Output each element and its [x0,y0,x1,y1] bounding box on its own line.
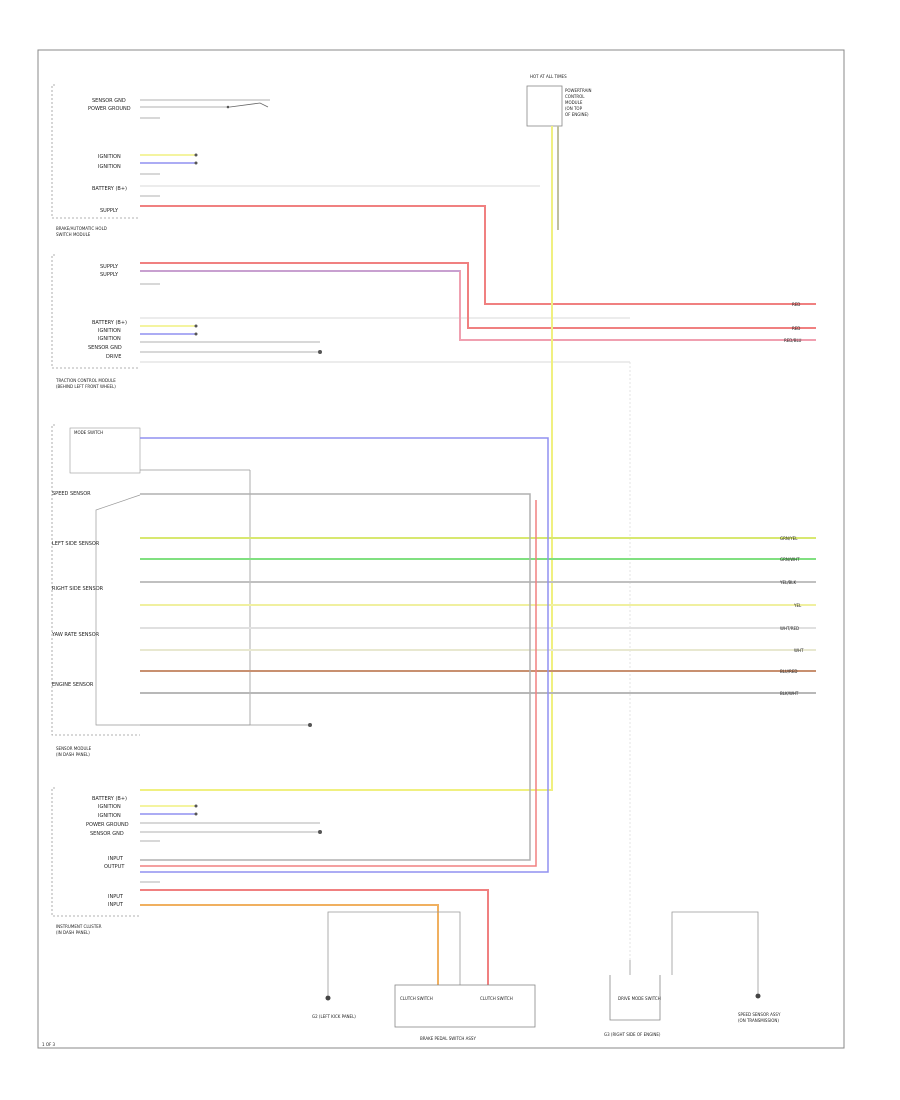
switch-b-label: CLUTCH SWITCH [480,996,513,1001]
m2-pin-label-3: IGNITION [98,328,121,334]
wire-red-blu [140,270,816,341]
right-box-sub: (ON TRANSMISSION) [738,1018,779,1023]
module-instrument-cluster: BATTERY (B+) IGNITION IGNITION POWER GRO… [51,787,322,935]
m4-pin-label-8: INPUT [108,902,124,908]
m2-pin-label-5: SENSOR GND [88,345,122,351]
m2-sub: (BEHIND LEFT FRONT WHEEL) [56,384,116,389]
right-label-6: YEL [793,603,802,608]
pcm-line-1: CONTROL [565,94,585,99]
right-labels: RED RED RED/BLU GRN/YEL GRN/WHT YEL/BLK … [779,302,804,696]
center-box-label: BRAKE PEDAL SWITCH ASSY [420,1036,476,1041]
m3-pin-label-3: RIGHT SIDE SENSOR [52,586,104,592]
right-label-10: BLK/WHT [780,691,799,696]
pcm-line-0: POWERTRAIN [565,88,592,93]
m1-pin-label-0: SENSOR GND [92,98,126,104]
m4-name: INSTRUMENT CLUSTER [56,924,102,929]
m3-sub: (IN DASH PANEL) [56,752,90,757]
m4-sub: (IN DASH PANEL) [56,930,90,935]
pcm-line-4: OF ENGINE) [565,112,589,117]
m4-pin-label-3: POWER GROUND [86,822,129,828]
wires [140,126,816,985]
right-label-4: GRN/WHT [780,557,800,562]
m3-name: SENSOR MODULE [56,746,92,751]
right-label-3: GRN/YEL [780,536,798,541]
wire-orange-bottom [140,904,439,985]
wire-red-loop [140,500,537,867]
right-label-5: YEL/BLK [779,580,797,585]
m4-pin-label-7: INPUT [108,894,124,900]
m3-pin-label-5: ENGINE SENSOR [52,682,94,688]
switch-assembly-label: DRIVE MODE SWITCH [618,996,661,1001]
m1-pin-label-4: BATTERY (B+) [92,186,127,192]
m4-pin-label-2: IGNITION [98,813,121,819]
m1-name: BRAKE/AUTOMATIC HOLD [56,226,107,231]
wire-red-bottom [140,889,489,985]
m1-sub: SWITCH MODULE [56,232,91,237]
m4-pin-label-1: IGNITION [98,804,121,810]
m3-pin-label-0: MODE SWITCH [74,430,103,435]
wire-pcm-yellow [140,126,553,791]
m1-pin-label-1: POWER GROUND [88,106,131,112]
right-label-0: RED [792,302,800,307]
ground-left-label: G2 (LEFT KICK PANEL) [312,1014,356,1019]
right-label-9: BLU/RED [780,669,797,674]
m1-pin-label-3: IGNITION [98,164,121,170]
right-label-2: RED/BLU [784,338,802,343]
wire-blue-loop [140,437,549,873]
switch-a-label: CLUTCH SWITCH [400,996,433,1001]
m2-pin-label-2: BATTERY (B+) [92,320,127,326]
m4-pin-label-4: SENSOR GND [90,831,124,837]
pcm-box: HOT AT ALL TIMES POWERTRAIN CONTROL MODU… [526,74,592,127]
m2-pin-label-4: IGNITION [98,336,121,342]
right-label-1: RED [792,326,800,331]
right-label-7: WHT/RED [780,626,799,631]
right-box-label: SPEED SENSOR ASSY [738,1012,781,1017]
wire-red-2 [140,262,816,329]
pcm-title: HOT AT ALL TIMES [530,74,567,79]
m1-pin-label-2: IGNITION [98,154,121,160]
wire-red-1 [140,205,816,305]
m3-pin-label-1: SPEED SENSOR [52,491,91,497]
m2-pin-label-0: SUPPLY [100,264,119,270]
m2-name: TRACTION CONTROL MODULE [55,378,116,383]
page-label: 1 OF 3 [42,1042,56,1047]
module-sensor: MODE SWITCH SPEED SENSOR LEFT SIDE SENSO… [51,424,312,757]
ground-right-label: G3 (RIGHT SIDE OF ENGINE) [604,1032,661,1037]
module-traction-control: SUPPLY SUPPLY BATTERY (B+) IGNITION IGNI… [51,254,631,960]
module-brake-auto-hold: SENSOR GND POWER GROUND IGNITION IGNITIO… [51,84,540,237]
right-label-8: WHT [794,648,804,653]
m1-pin-label-5: SUPPLY [100,208,119,214]
m2-pin-label-1: SUPPLY [100,272,119,278]
m3-pin-label-2: LEFT SIDE SENSOR [52,541,100,547]
m4-pin-label-5: INPUT [108,856,124,862]
m4-pin-label-6: OUTPUT [104,864,125,870]
m2-pin-label-6: DRIVE [106,354,121,360]
wire-gray-loop [140,493,531,861]
m4-pin-label-0: BATTERY (B+) [92,796,127,802]
diagram-border [37,49,845,1049]
m3-pin-label-4: YAW RATE SENSOR [51,632,100,638]
pcm-line-3: (ON TOP [565,106,583,111]
pcm-line-2: MODULE [565,100,583,105]
bottom-components: G2 (LEFT KICK PANEL) CLUTCH SWITCH CLUTC… [312,911,781,1041]
